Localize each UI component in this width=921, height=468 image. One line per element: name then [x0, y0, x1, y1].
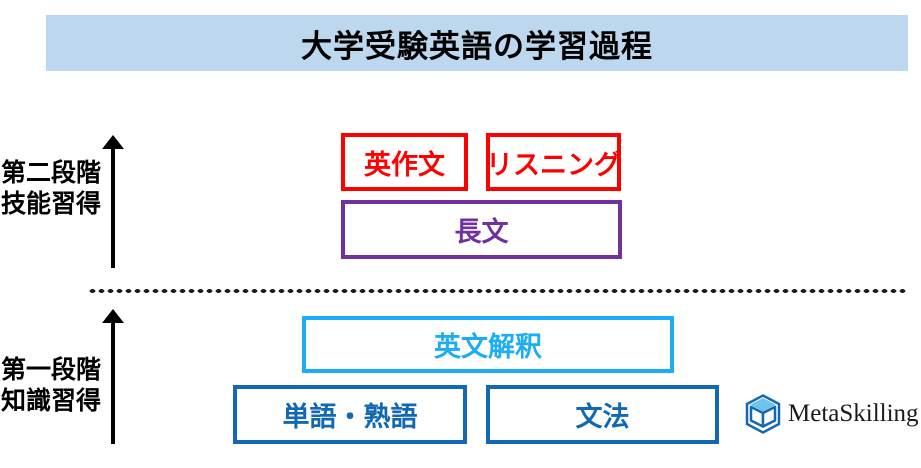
arrow-head — [102, 309, 124, 323]
arrow-shaft — [111, 144, 115, 268]
title-banner: 大学受験英語の学習過程 — [46, 15, 908, 71]
cube-book-logo-icon — [745, 394, 781, 434]
brand-name: MetaSkilling — [788, 400, 919, 427]
stage-1-label-line1: 第一段階 — [0, 356, 101, 384]
subject-box-listening[interactable]: リスニング — [486, 133, 621, 191]
stage-1-up-arrow-icon — [100, 309, 126, 444]
subject-box-writing[interactable]: 英作文 — [341, 133, 468, 191]
stage-2-label-line1: 第二段階 — [0, 159, 101, 187]
subject-box-long-reading[interactable]: 長文 — [341, 200, 622, 259]
subject-box-interpretation[interactable]: 英文解釈 — [302, 316, 674, 373]
subject-box-grammar[interactable]: 文法 — [486, 385, 719, 444]
page-title: 大学受験英語の学習過程 — [301, 28, 653, 64]
stage-2-label-line2: 技能習得 — [0, 189, 101, 218]
arrow-head — [102, 135, 124, 149]
subject-box-vocabulary[interactable]: 単語・熟語 — [233, 385, 467, 444]
stage-divider — [88, 288, 908, 294]
brand-logo: MetaSkilling — [745, 392, 919, 436]
stage-1-label: 第一段階 知識習得 — [0, 355, 101, 416]
arrow-shaft — [111, 318, 115, 444]
stage-2-label: 第二段階 技能習得 — [0, 158, 101, 219]
stage-2-up-arrow-icon — [100, 135, 126, 268]
stage-1-label-line2: 知識習得 — [0, 386, 101, 415]
